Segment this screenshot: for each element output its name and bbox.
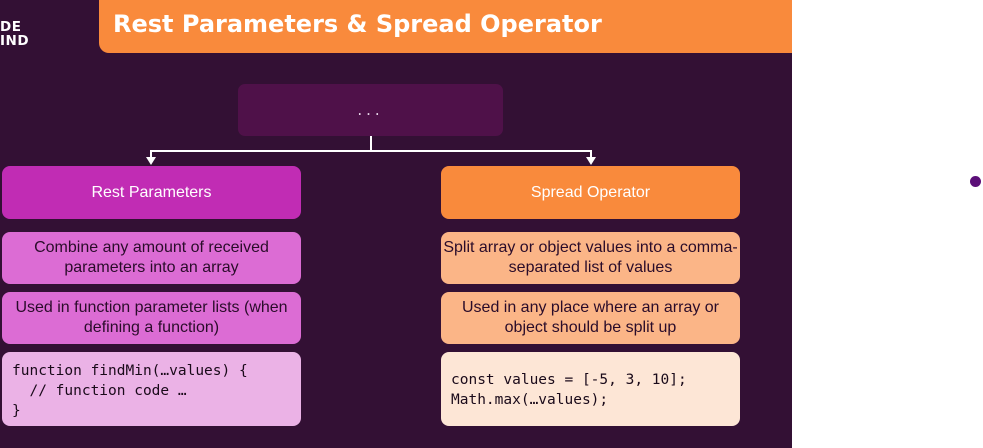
blank-area: [792, 0, 983, 448]
spread-code-example: const values = [-5, 3, 10]; Math.max(…va…: [441, 352, 740, 426]
connector-right-drop: [590, 150, 592, 157]
arrow-left-icon: [146, 157, 156, 165]
logo-line-2: IND: [0, 33, 30, 49]
connector-left-drop: [150, 150, 152, 157]
rest-parameters-heading: Rest Parameters: [2, 166, 301, 219]
rest-description-1: Combine any amount of received parameter…: [2, 232, 301, 284]
title-bar: Rest Parameters & Spread Operator: [99, 0, 792, 53]
logo: DE IND: [0, 20, 29, 48]
pointer-dot: [970, 176, 981, 187]
arrow-right-icon: [586, 157, 596, 165]
logo-line-1: DE: [0, 19, 22, 35]
rest-description-2: Used in function parameter lists (when d…: [2, 292, 301, 344]
spread-description-2: Used in any place where an array or obje…: [441, 292, 740, 344]
connector-horizontal: [150, 150, 592, 152]
spread-operator-heading: Spread Operator: [441, 166, 740, 219]
slide: DE IND Rest Parameters & Spread Operator…: [0, 0, 792, 448]
rest-code-example: function findMin(…values) { // function …: [2, 352, 301, 426]
slide-title: Rest Parameters & Spread Operator: [113, 10, 602, 38]
spread-syntax-box: ...: [238, 84, 503, 136]
connector-vertical: [370, 136, 372, 151]
spread-description-1: Split array or object values into a comm…: [441, 232, 740, 284]
